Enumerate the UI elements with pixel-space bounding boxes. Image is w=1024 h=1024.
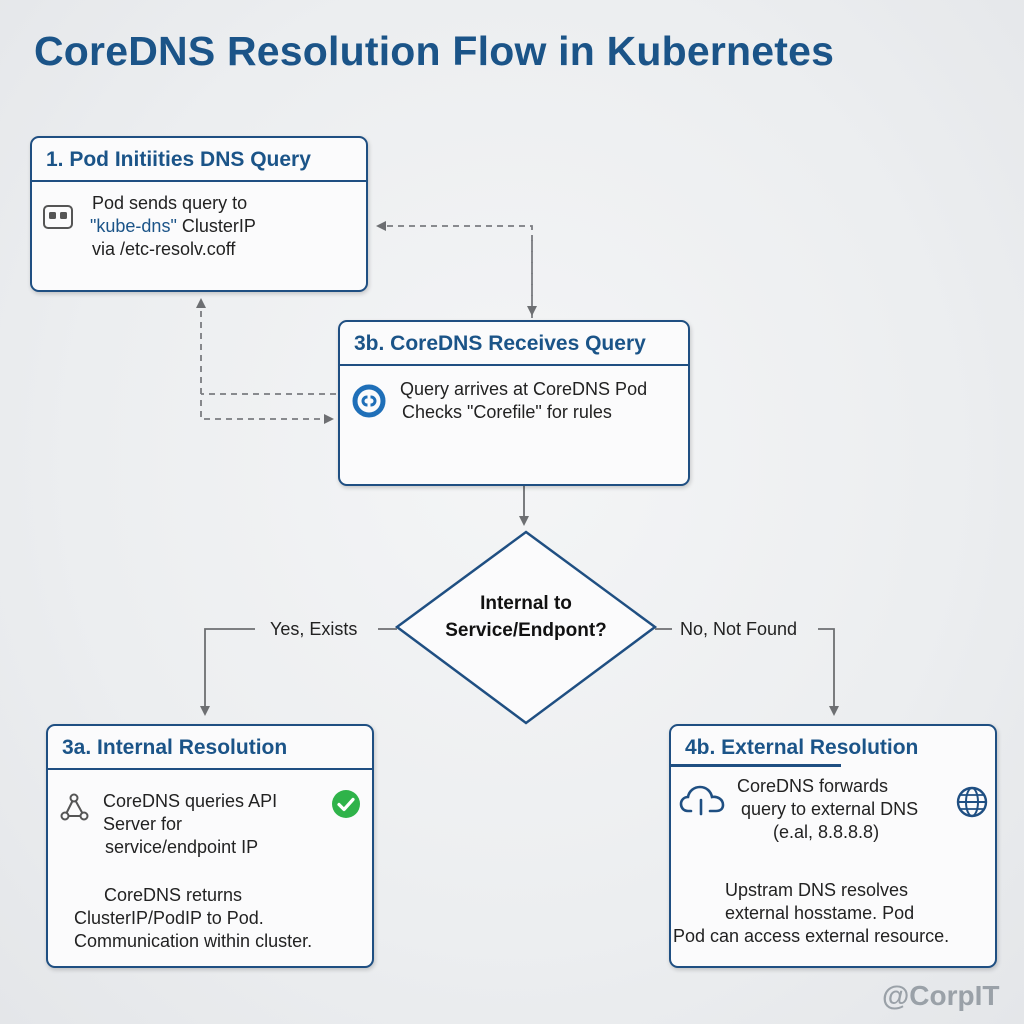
pod-query-box: 1. Pod Initiities DNS Query Pod sends qu… [30,136,368,292]
globe-icon [956,786,988,817]
coredns-receives-heading: 3b. CoreDNS Receives Query [340,322,688,366]
dashed-arrow-to-pod [376,221,533,318]
internal-line-6: Communication within cluster. [74,931,313,951]
pod-query-line-3: via /etc-resolv.coff [92,239,236,259]
coredns-receives-line-1: Query arrives at CoreDNS Pod [400,379,648,399]
internal-resolution-box: 3a. Internal Resolution CoreDNS queries … [46,724,374,968]
internal-line-1: CoreDNS queries API [103,791,278,811]
external-resolution-box: 4b. External Resolution CoreDNS forwards… [669,724,997,968]
no-branch-arrow [655,628,834,714]
yes-label: Yes, Exists [270,619,358,639]
external-line-4: Upstram DNS resolves [725,879,909,900]
pod-icon [43,205,73,229]
pod-query-line-2: "kube-dns" ClusterIP [90,216,256,236]
external-line-3: (e.al, 8.8.8.8) [773,821,880,842]
kube-dns-highlight: "kube-dns" [90,216,177,236]
external-line-5: external hosstame. Pod [725,902,915,923]
decision-line-1: Internal to [480,593,572,614]
internal-line-3: service/endpoint IP [105,837,259,857]
external-line-2: query to external DNS [741,798,919,819]
external-resolution-heading: 4b. External Resolution [685,736,919,759]
external-line-6: Pod can access external resource. [673,925,950,946]
coredns-receives-line-2: Checks "Corefile" for rules [402,402,612,422]
page-title: CoreDNS Resolution Flow in Kubernetes [34,28,835,74]
pod-query-line-1: Pod sends query to [92,193,248,213]
dashed-arrow-to-coredns-left [200,400,334,424]
yes-branch-arrow [205,628,397,714]
internal-line-5: ClusterIP/PodIP to Pod. [74,908,264,928]
cloud-icon [679,785,725,815]
internal-resolution-heading: 3a. Internal Resolution [48,726,372,770]
external-line-1: CoreDNS forwards [737,775,889,796]
coredns-receives-box: 3b. CoreDNS Receives Query Query arrives… [338,320,690,486]
check-circle-icon [332,790,360,818]
internal-line-4: CoreDNS returns [104,885,243,905]
decision-diamond [394,530,658,725]
pod-query-heading: 1. Pod Initiities DNS Query [32,138,366,182]
no-label: No, Not Found [680,619,798,639]
internal-line-2: Server for [103,814,183,834]
coredns-icon [352,384,386,418]
network-nodes-icon [60,793,89,821]
decision-text: Internal to Service/Endpont? [400,590,652,644]
decision-line-2: Service/Endpont? [445,620,607,641]
watermark: @CorpIT [882,980,1000,1011]
